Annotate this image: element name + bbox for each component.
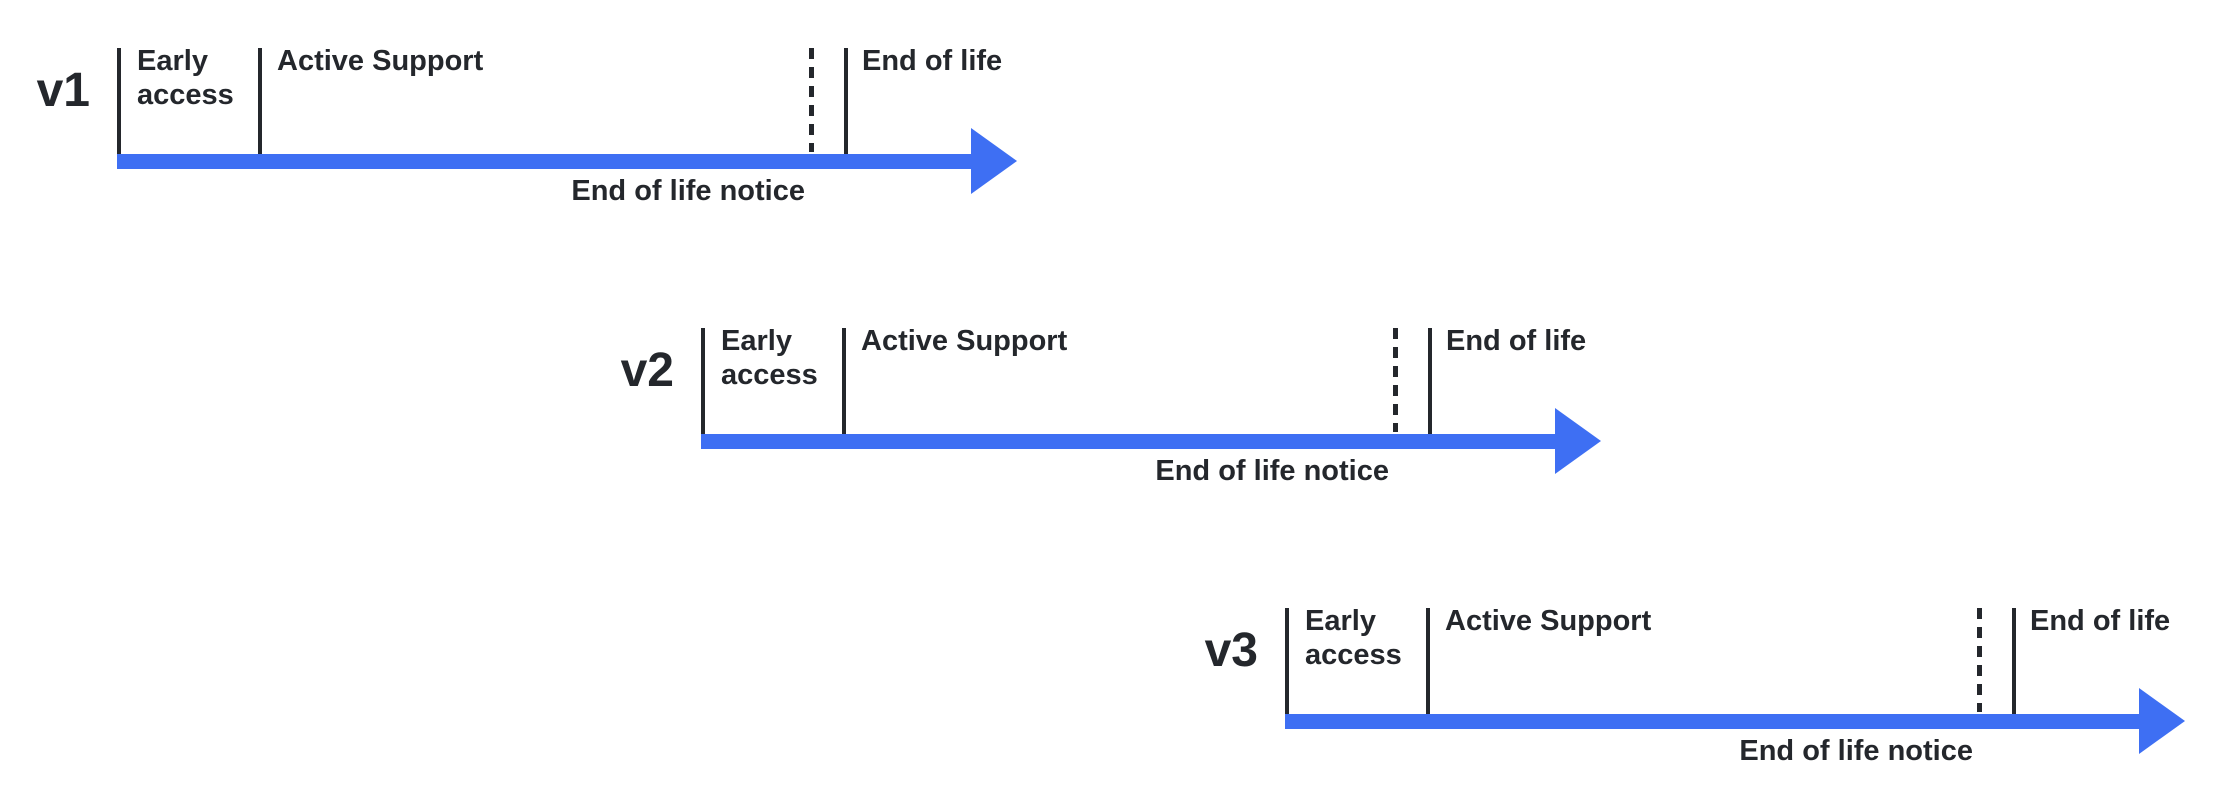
- timeline-arrow-head-icon: [2139, 688, 2185, 754]
- early-access-start-tick: [701, 328, 705, 434]
- end-of-life-label: End of life: [2030, 605, 2171, 637]
- early-access-label: Early access: [721, 325, 818, 391]
- active-support-start-tick: [842, 328, 846, 434]
- end-of-life-tick: [1428, 328, 1432, 434]
- timeline-arrow-shaft: [701, 434, 1559, 449]
- end-of-life-label: End of life: [1446, 325, 1587, 357]
- version-label: v1: [36, 64, 90, 117]
- active-support-start-tick: [1426, 608, 1430, 714]
- timeline-arrow-shaft: [1285, 714, 2143, 729]
- timeline-v3: v3 Early access Active Support End of li…: [1205, 605, 2228, 788]
- end-of-life-notice-label: End of life notice: [571, 175, 805, 207]
- timeline-arrow-head-icon: [1555, 408, 1601, 474]
- early-access-start-tick: [117, 48, 121, 154]
- active-support-label: Active Support: [861, 325, 1068, 357]
- end-of-life-notice-dashed-line: [1977, 608, 1982, 712]
- active-support-label: Active Support: [277, 45, 484, 77]
- version-label: v2: [620, 344, 674, 397]
- timeline-arrow-shaft: [117, 154, 975, 169]
- version-label: v3: [1204, 624, 1258, 677]
- end-of-life-label: End of life: [862, 45, 1003, 77]
- end-of-life-notice-dashed-line: [1393, 328, 1398, 432]
- early-access-label: Early access: [1305, 605, 1402, 671]
- timeline-arrow-head-icon: [971, 128, 1017, 194]
- early-access-label: Early access: [137, 45, 234, 111]
- end-of-life-tick: [844, 48, 848, 154]
- timeline-v2: v2 Early access Active Support End of li…: [621, 325, 1701, 508]
- end-of-life-tick: [2012, 608, 2016, 714]
- active-support-start-tick: [258, 48, 262, 154]
- end-of-life-notice-dashed-line: [809, 48, 814, 152]
- active-support-label: Active Support: [1445, 605, 1652, 637]
- early-access-start-tick: [1285, 608, 1289, 714]
- end-of-life-notice-label: End of life notice: [1155, 455, 1389, 487]
- end-of-life-notice-label: End of life notice: [1739, 735, 1973, 767]
- timeline-v1: v1 Early access Active Support End of li…: [37, 45, 1117, 228]
